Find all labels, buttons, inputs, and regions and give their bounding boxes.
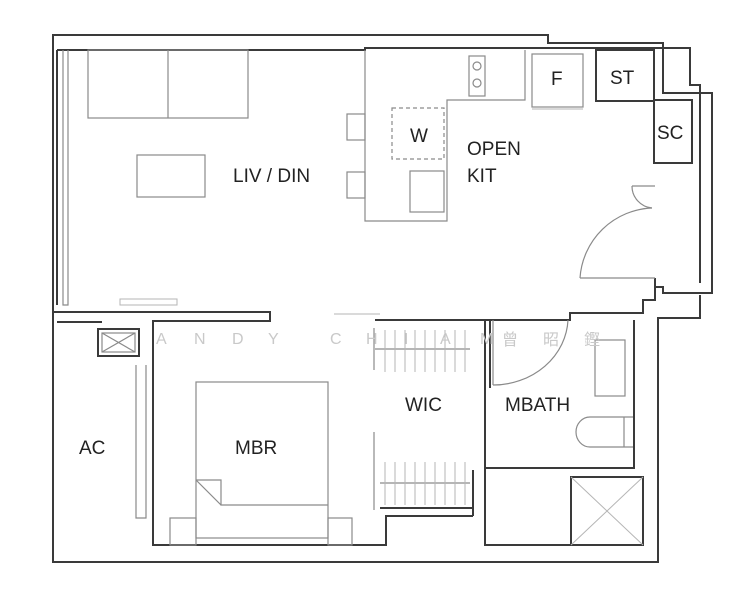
watermark-letter: A [440,331,451,348]
watermark-letter: Y [268,331,279,348]
ac-duct-icon [97,328,140,357]
label-sc: SC [657,123,683,144]
label-washer: W [410,126,428,147]
watermark-char: 曾 [502,331,518,349]
kitchen-counter [346,50,526,222]
watermark-letter: M [480,331,493,348]
watermark-letter: D [232,331,244,348]
hob-icon [468,55,486,97]
coffee-table [136,154,206,198]
watermark-char: 鏗 [584,331,600,349]
tv-console [119,298,178,306]
label-mbr: MBR [235,438,277,459]
watermark-letter: N [194,331,206,348]
watermark-letter: H [366,331,378,348]
label-ac: AC [79,438,105,459]
store-box [595,49,655,102]
label-mbath: MBATH [505,395,570,416]
label-fridge: F [551,69,563,90]
wardrobe-bottom [373,432,470,510]
bed [169,381,353,546]
toilet-icon [575,416,633,448]
label-open-kit: OPEN [467,139,521,160]
sc-box [653,99,693,164]
vanity [594,339,626,397]
fridge-box [531,53,584,110]
entrance-door [579,185,655,279]
label-store: ST [610,68,635,89]
shaft-icon [570,476,644,546]
hangers [384,330,466,505]
watermark-letter: C [330,331,342,348]
watermark-letter: I [404,331,408,348]
watermark-letter: A [156,331,167,348]
label-wic: WIC [405,395,442,416]
wardrobe-top [334,313,470,370]
washer-box [391,107,445,160]
sofa [87,49,249,119]
watermark-char: 昭 [543,332,559,349]
label-liv-din: LIV / DIN [233,166,310,187]
bath-door [492,319,569,386]
sink-box [409,170,445,213]
label-open-kit-2: KIT [467,166,497,187]
